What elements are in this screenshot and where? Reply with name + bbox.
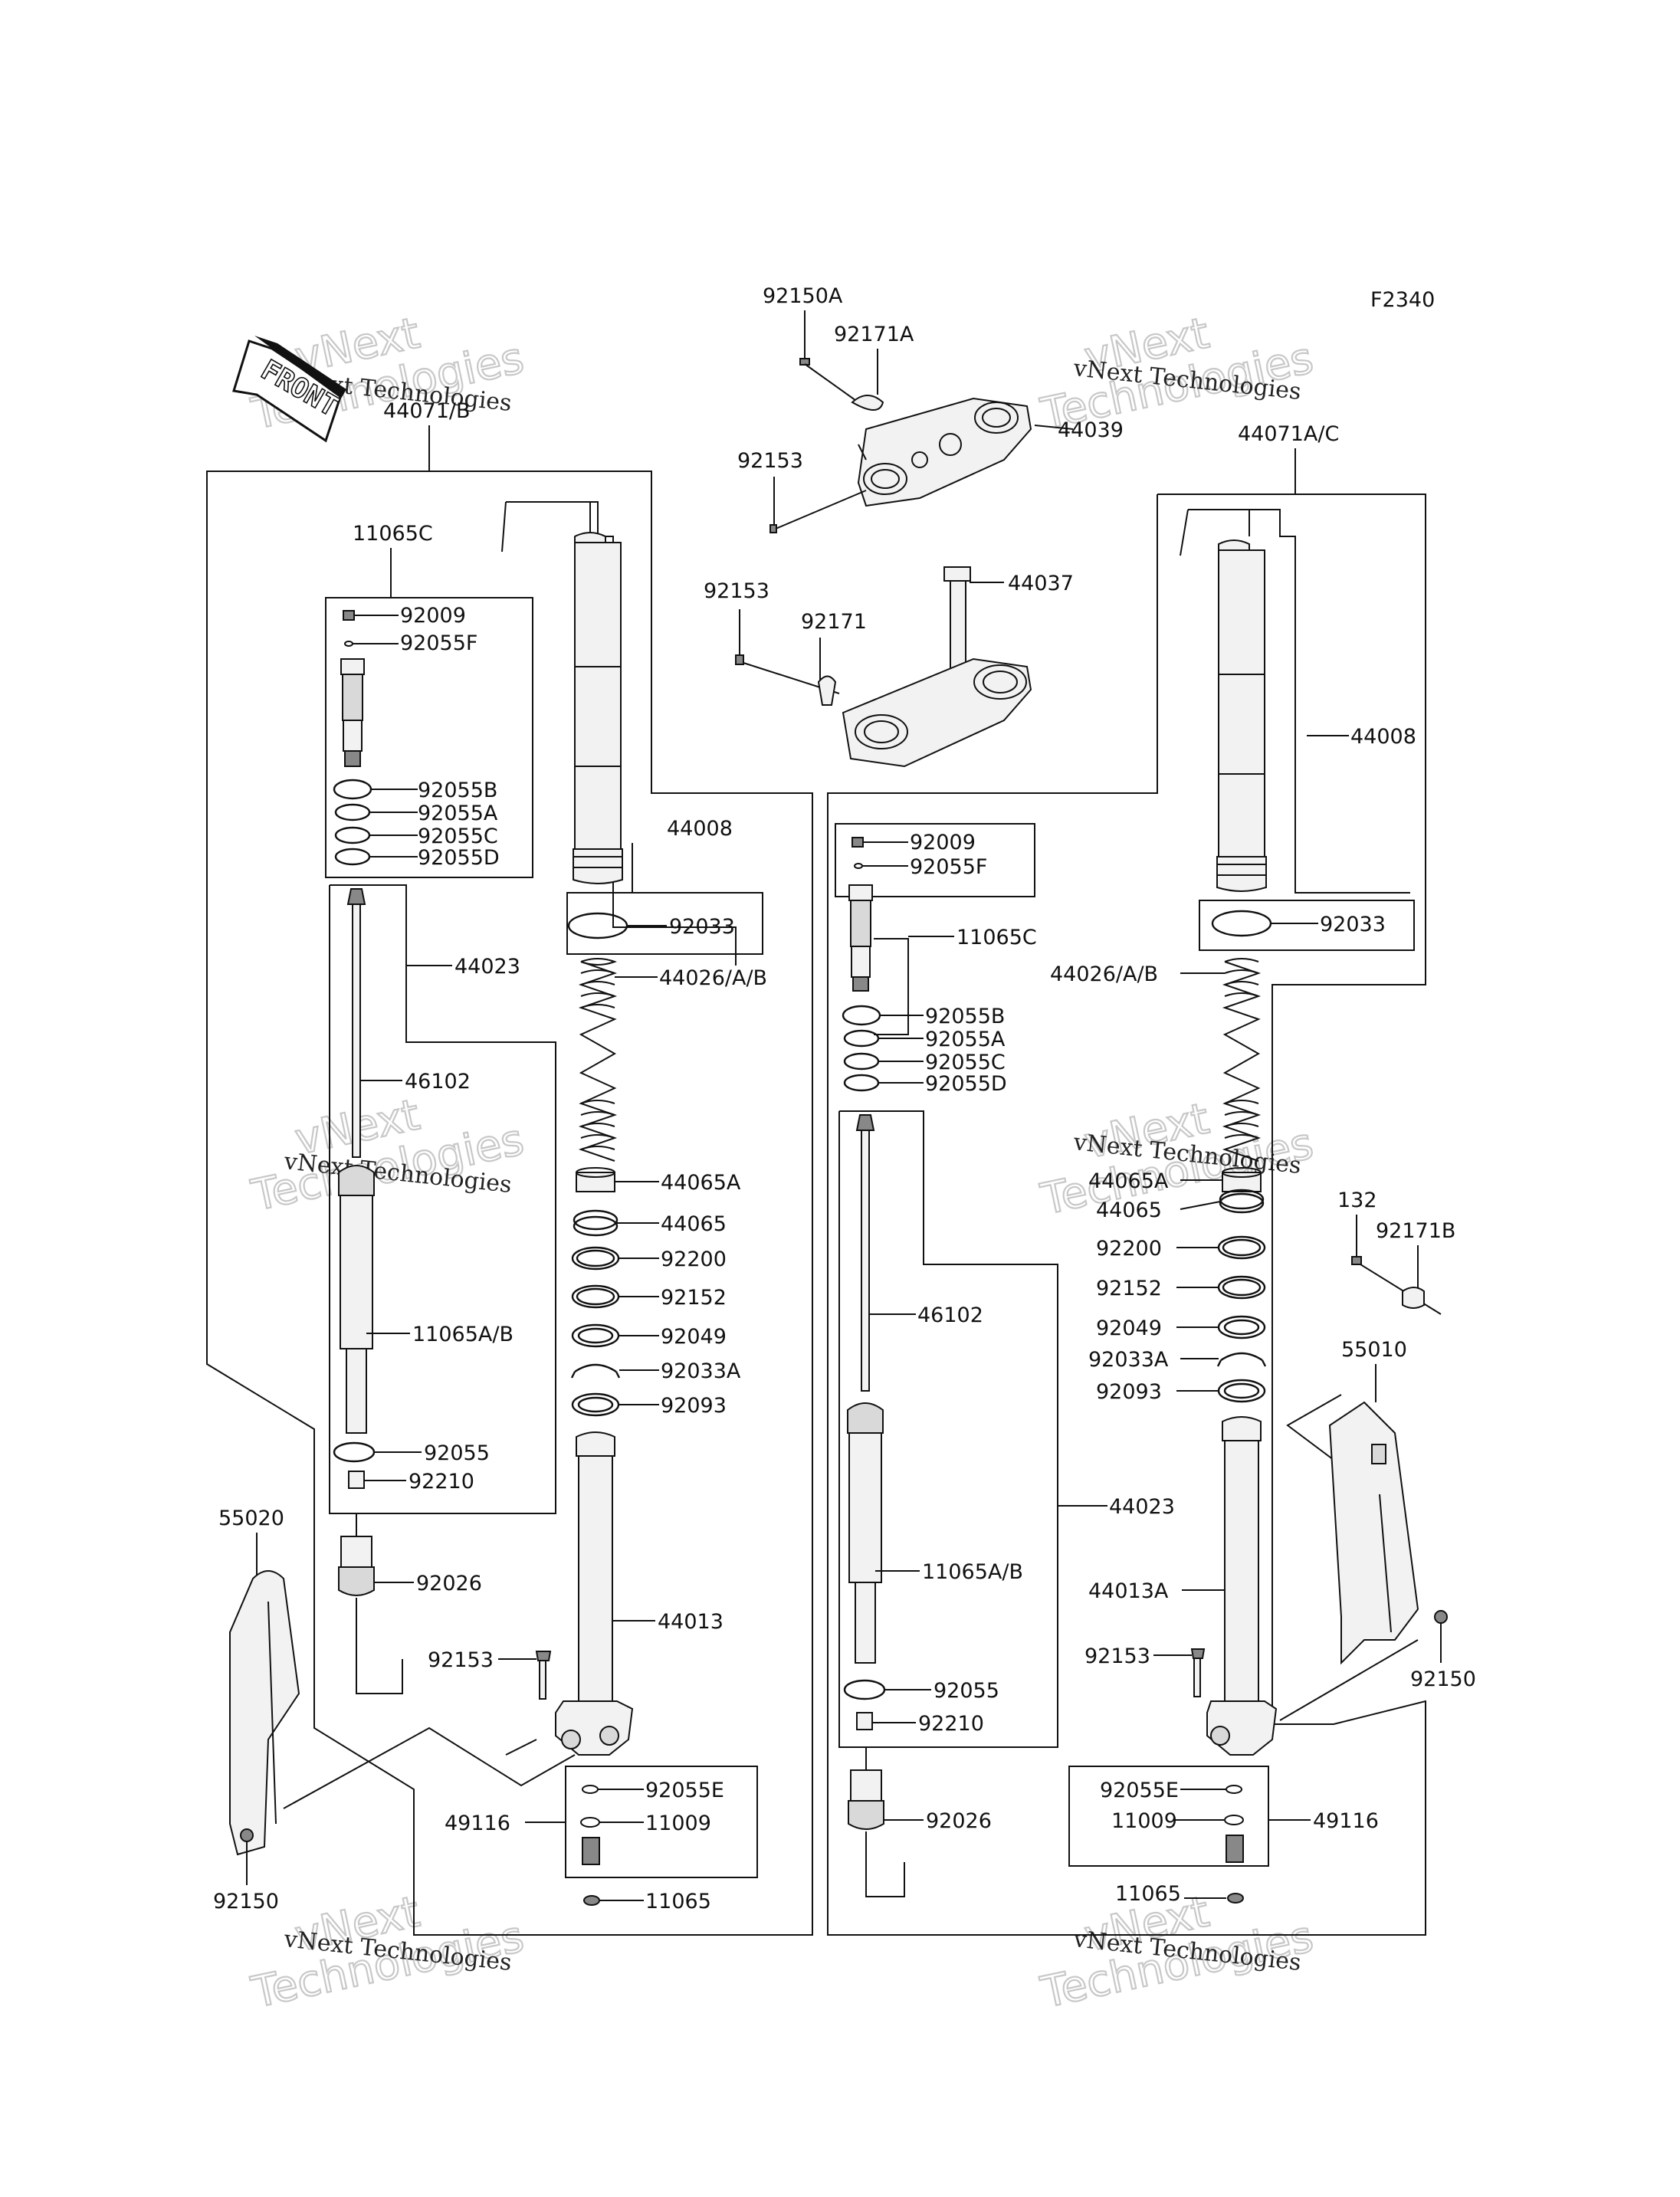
part-label-l-92055d: 92055D <box>418 846 500 870</box>
part-label-l-92150: 92150 <box>213 1890 279 1913</box>
part-label-l-11065c: 11065C <box>353 522 433 546</box>
part-label-l-92033a: 92033A <box>661 1359 741 1383</box>
watermarks: vNext Technologies vNext Technologies vN… <box>246 307 1318 2018</box>
part-label-r-92033: 92033 <box>1320 913 1386 936</box>
part-label-r-44008: 44008 <box>1350 725 1416 749</box>
part-label-r-44065a: 44065A <box>1088 1169 1169 1193</box>
part-label-r-49116: 49116 <box>1313 1809 1379 1833</box>
part-label-l-92055e: 92055E <box>645 1779 724 1802</box>
part-label-p92150a: 92150A <box>763 284 843 308</box>
part-label-p44039: 44039 <box>1058 418 1124 442</box>
part-label-l-11065ab: 11065A/B <box>412 1323 514 1346</box>
lower-triple-clamp: 92153 92171 44037 <box>704 566 1074 768</box>
part-label-r-92153: 92153 <box>1084 1644 1150 1668</box>
part-label-r-44023: 44023 <box>1109 1495 1175 1519</box>
part-label-r-92093: 92093 <box>1096 1380 1162 1404</box>
part-label-p92171: 92171 <box>801 610 867 634</box>
part-label-l-92055b: 92055B <box>418 779 497 802</box>
part-label-l-44013: 44013 <box>658 1610 724 1634</box>
part-label-r-92171b: 92171B <box>1376 1219 1455 1243</box>
part-label-r-92049: 92049 <box>1096 1317 1162 1340</box>
part-label-l-92153: 92153 <box>428 1648 494 1672</box>
part-label-l-92210: 92210 <box>409 1470 474 1494</box>
part-label-l-92055f: 92055F <box>400 631 477 655</box>
part-label-l-44023: 44023 <box>454 955 520 979</box>
part-label-p44037: 44037 <box>1008 572 1074 595</box>
part-label-l-92026: 92026 <box>416 1572 482 1595</box>
part-label-p44071ac: 44071A/C <box>1238 422 1339 446</box>
part-label-r-92055a: 92055A <box>925 1028 1006 1051</box>
part-label-l-92055: 92055 <box>424 1441 490 1465</box>
part-label-r-11065ab: 11065A/B <box>922 1560 1023 1584</box>
part-label-r-92055e: 92055E <box>1100 1779 1179 1802</box>
part-label-l-92055c: 92055C <box>418 825 498 848</box>
part-label-l-92055a: 92055A <box>418 802 498 825</box>
part-label-l-92093: 92093 <box>661 1394 727 1418</box>
part-label-l-92033: 92033 <box>669 915 735 939</box>
part-label-r-92150: 92150 <box>1410 1667 1476 1691</box>
front-arrow-icon: FRONT <box>232 336 346 443</box>
part-label-r-92055d: 92055D <box>925 1072 1007 1096</box>
part-label-p92171a: 92171A <box>834 323 914 346</box>
part-label-p92153-mid: 92153 <box>704 579 769 603</box>
part-label-l-11009: 11009 <box>645 1812 711 1835</box>
left-spring: 44026/A/B <box>578 958 767 1162</box>
part-label-r-92055c: 92055C <box>925 1051 1006 1074</box>
part-label-r-44013a: 44013A <box>1088 1579 1169 1603</box>
part-label-r-11065: 11065 <box>1115 1882 1181 1906</box>
right-fork-assembly: 44071A/C 92009 92055F 11065C 92055B 9205… <box>827 422 1476 1936</box>
part-label-l-44065: 44065 <box>661 1212 727 1236</box>
right-spring: 44026/A/B <box>1050 958 1262 1162</box>
part-label-l-92200: 92200 <box>661 1248 727 1271</box>
part-label-l-46102: 46102 <box>405 1070 471 1094</box>
part-label-r-92055b: 92055B <box>925 1005 1005 1028</box>
part-label-r-132: 132 <box>1337 1189 1377 1212</box>
part-label-r-44026: 44026/A/B <box>1050 962 1158 986</box>
part-label-r-92210: 92210 <box>918 1712 984 1736</box>
part-label-r-92033a: 92033A <box>1088 1348 1169 1372</box>
part-label-r-92009: 92009 <box>910 831 976 854</box>
part-label-r-92026: 92026 <box>926 1809 992 1833</box>
part-label-r-92152: 92152 <box>1096 1277 1162 1300</box>
upper-triple-clamp: 92150A 92171A 44039 92153 <box>737 284 1124 533</box>
part-label-l-49116: 49116 <box>445 1812 510 1835</box>
left-fork-assembly: 44071/B 11065C 92009 92055F 92055B 92055… <box>206 399 813 1936</box>
part-label-l-44008: 44008 <box>667 817 733 841</box>
part-label-l-44026: 44026/A/B <box>659 966 767 990</box>
part-label-r-46102: 46102 <box>917 1303 983 1327</box>
part-label-r-92055: 92055 <box>934 1679 999 1703</box>
part-label-r-92200: 92200 <box>1096 1237 1162 1261</box>
part-label-p44071b: 44071/B <box>383 399 471 423</box>
part-label-r-11009: 11009 <box>1111 1809 1177 1833</box>
part-label-r-11065c: 11065C <box>956 926 1037 949</box>
part-label-l-92152: 92152 <box>661 1286 727 1310</box>
part-label-l-92009: 92009 <box>400 604 466 628</box>
part-label-l-44065a: 44065A <box>661 1171 741 1195</box>
part-label-r-55010: 55010 <box>1341 1338 1407 1362</box>
part-label-l-55020: 55020 <box>218 1507 284 1530</box>
part-label-r-44065: 44065 <box>1096 1199 1162 1222</box>
part-label-p92153-top: 92153 <box>737 449 803 473</box>
part-label-l-11065: 11065 <box>645 1890 711 1913</box>
diagram-code: F2340 <box>1370 288 1435 312</box>
part-label-r-92055f: 92055F <box>910 855 987 879</box>
part-label-l-92049: 92049 <box>661 1325 727 1349</box>
